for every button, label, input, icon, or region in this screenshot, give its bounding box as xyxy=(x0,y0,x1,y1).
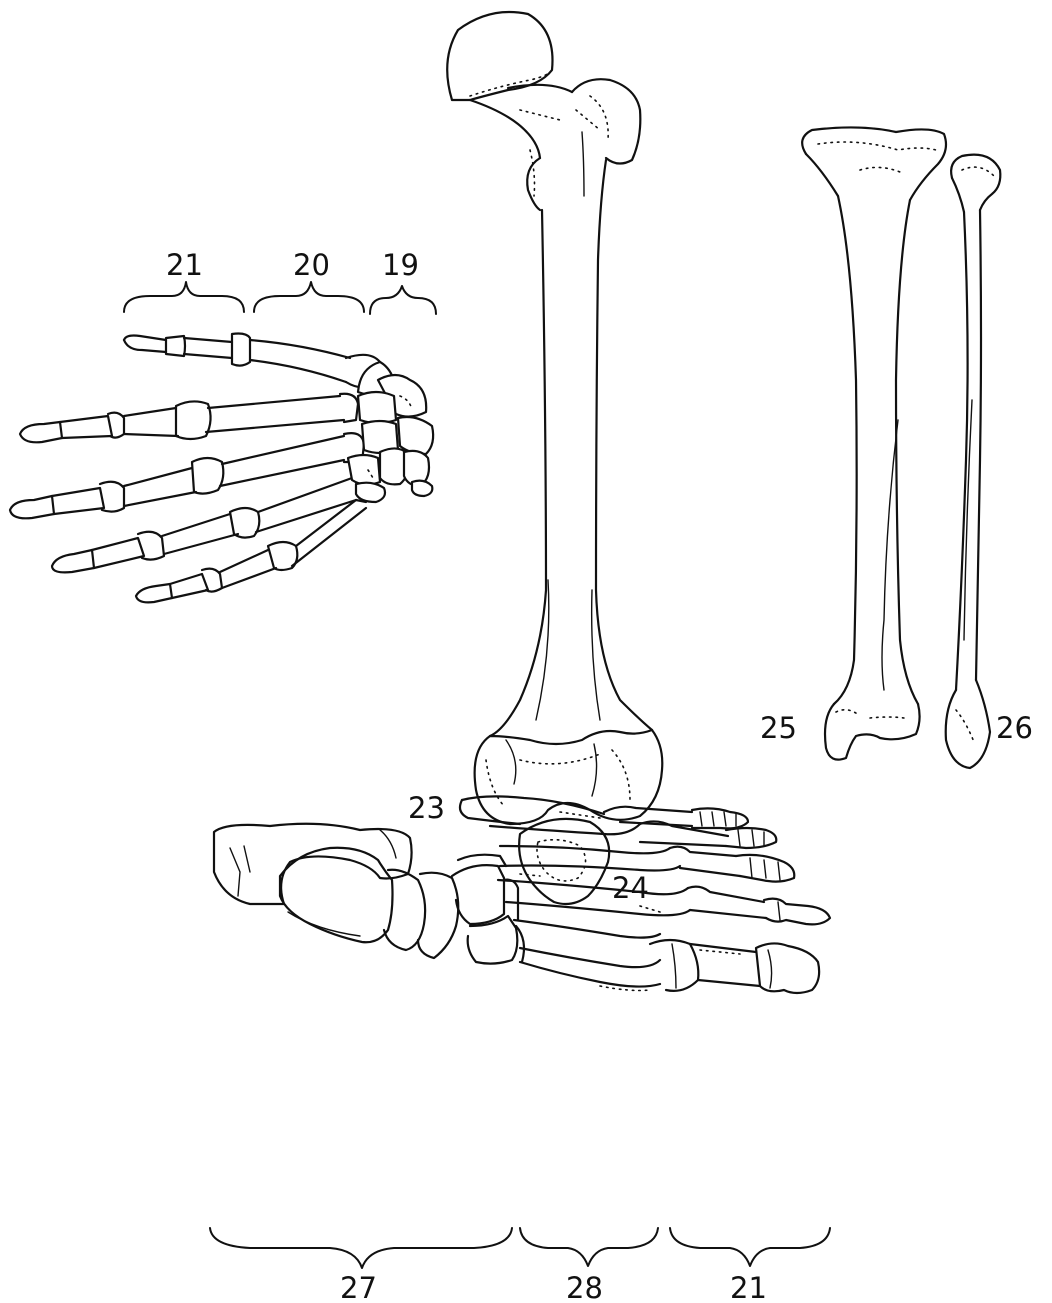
brace-metacarpals xyxy=(254,282,364,312)
index-finger-bones xyxy=(20,394,358,443)
label-metacarpals: 20 xyxy=(293,248,330,282)
label-carpals: 19 xyxy=(382,248,419,282)
label-femur: 23 xyxy=(408,791,445,825)
carpal-bones xyxy=(348,362,433,502)
label-patella: 24 xyxy=(612,871,649,905)
foot-skeleton: 27 28 21 xyxy=(210,796,830,1303)
femur: 23 xyxy=(408,12,662,825)
label-tarsals: 27 xyxy=(340,1271,377,1303)
label-phalanges: 21 xyxy=(166,248,203,282)
brace-toe-phalanges xyxy=(670,1228,830,1266)
label-metatarsals: 28 xyxy=(566,1271,603,1303)
hand-skeleton: 21 20 19 xyxy=(10,248,436,602)
brace-metatarsals xyxy=(520,1228,658,1266)
brace-tarsals xyxy=(210,1228,512,1268)
tibia: 25 xyxy=(760,127,946,759)
brace-phalanges xyxy=(124,282,244,312)
label-toe-phalanges: 21 xyxy=(730,1271,767,1303)
thumb-bones xyxy=(124,334,380,388)
brace-carpals xyxy=(370,286,436,314)
label-tibia: 25 xyxy=(760,711,797,745)
fibula: 26 xyxy=(946,155,1033,768)
label-fibula: 26 xyxy=(996,711,1033,745)
middle-finger-bones xyxy=(10,433,364,518)
